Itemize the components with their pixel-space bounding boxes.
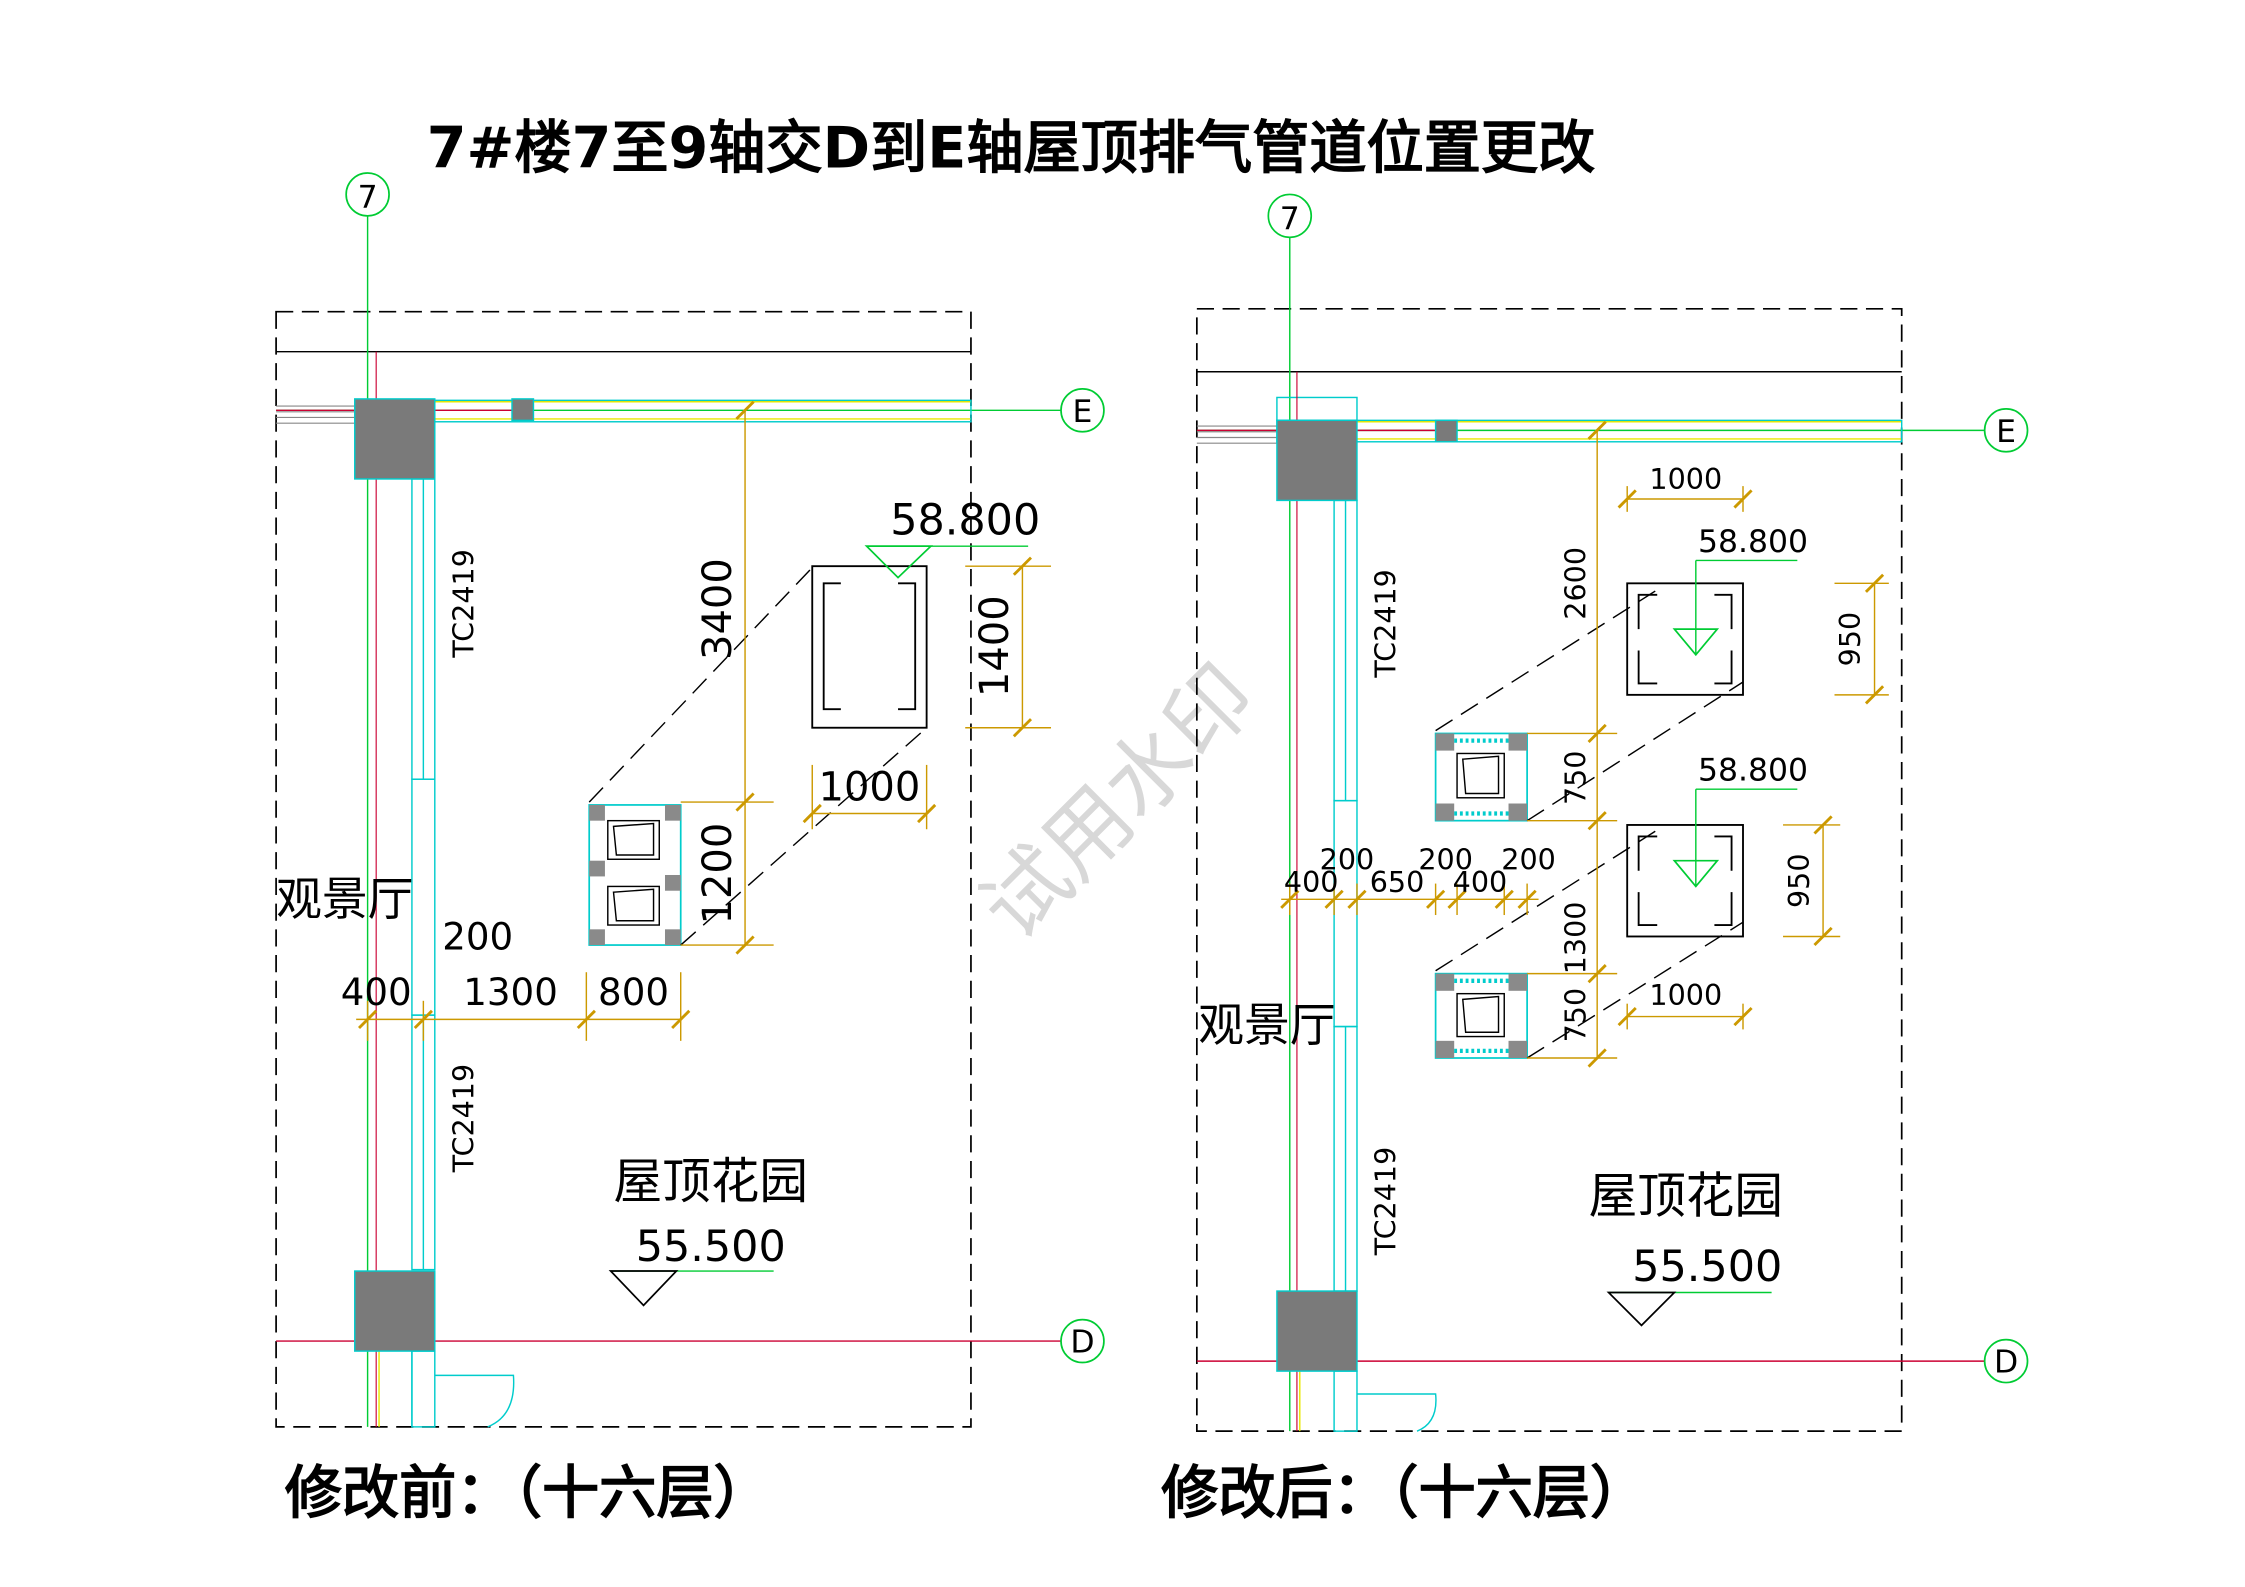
after-dim-750-upper: 750 [1559,750,1593,805]
before-column-top [354,398,436,480]
before-duct-inner [822,582,917,711]
before-duct-outer [811,565,928,729]
after-duct-lower-elev-marker [1672,859,1720,888]
after-garden-elev-marker [1606,1291,1677,1327]
before-garden-label: 屋顶花园 [614,1154,808,1210]
after-dim-2600: 2600 [1559,547,1593,620]
before-column-small [511,398,535,422]
before-wall-stub [276,405,357,424]
after-duct-upper-elevation: 58.800 [1698,524,1808,560]
after-dim-200-a: 200 [1320,842,1375,876]
after-axis-7-label: 7 [1280,201,1300,237]
after-hdim-chain [1280,883,1539,916]
after-dim-1300: 1300 [1559,902,1593,975]
after-hdim-1000-bottom [1617,1003,1753,1030]
after-dim-1000-top: 1000 [1649,462,1722,496]
before-dim-800: 800 [598,970,669,1014]
before-window-label-lower: TC2419 [446,1064,480,1173]
after-leader-3 [1435,825,1664,972]
after-frame [1195,307,1903,1433]
after-garden-label: 屋顶花园 [1589,1168,1783,1224]
before-dim-1200: 1200 [695,823,741,925]
before-axis-d-bubble [1060,1318,1105,1364]
after-window-label-lower: TC2419 [1369,1147,1403,1256]
after-column-top [1276,419,1358,502]
before-window-label-upper: TC2419 [446,549,480,658]
after-vdim-950-upper [1834,573,1889,705]
after-vdim-chain [1527,420,1618,1068]
after-axis-7-bubble [1267,193,1313,239]
before-dim-1400: 1400 [972,595,1018,697]
after-e-wall-top [1276,396,1358,422]
before-hdim-chain [356,972,691,1041]
after-window-label-upper: TC2419 [1369,569,1403,678]
before-garden-elevation: 55.500 [636,1222,786,1272]
before-axis-e-bubble [1060,388,1105,433]
before-room-label: 观景厅 [276,873,413,926]
after-dim-1000-bottom: 1000 [1649,978,1722,1012]
after-duct-lower-outer [1626,824,1744,938]
after-garden-elevation: 55.500 [1632,1242,1782,1292]
after-leader-1 [1435,585,1664,732]
after-door [1356,1393,1437,1432]
before-axis-7-label: 7 [358,179,378,215]
before-dim-1300: 1300 [463,970,558,1014]
after-wall-stub [1196,425,1277,444]
drawing-title: 7#楼7至9轴交D到E轴屋顶排气管道位置更改 [427,115,1596,181]
before-dim-200: 200 [442,914,513,958]
after-dim-950-upper: 950 [1833,612,1867,667]
before-axis-e-label: E [1073,394,1093,430]
after-axis-e-label: E [1996,414,2016,450]
before-axis-7-bubble [345,172,390,217]
before-garden-elev-marker [608,1270,679,1307]
before-plan: 7 E D [275,172,1105,1527]
after-duct-lower-elevation: 58.800 [1698,753,1808,789]
before-dim-3400: 3400 [695,558,741,660]
after-dim-750-lower: 750 [1559,988,1593,1043]
after-plan: 7 E D TC [1161,193,2029,1527]
after-axis-d-bubble [1983,1338,2029,1384]
after-dim-200-b: 200 [1418,842,1473,876]
after-duct-upper-inner [1637,593,1733,685]
after-dim-950-lower: 950 [1782,853,1816,908]
after-hdim-1000-top [1617,486,1753,512]
before-column-bottom [354,1270,436,1352]
after-duct-upper-elev-marker [1672,628,1720,657]
after-leader-2 [1526,681,1744,822]
before-dim-1000: 1000 [819,765,921,811]
before-leader-2 [680,727,928,946]
after-axis-e-bubble [1983,408,2029,453]
after-leader-4 [1526,921,1744,1059]
before-hdim-1000 [802,764,937,830]
after-caption: 修改后：（十六层） [1161,1461,1647,1527]
after-shaft-upper [1434,732,1528,822]
before-duct-elevation: 58.800 [890,496,1040,546]
before-shafts [588,804,682,946]
after-dim-400: 400 [1284,865,1339,899]
after-duct-upper-outer [1626,582,1744,696]
after-column-small [1434,419,1458,443]
after-dim-650: 650 [1370,865,1425,899]
before-dim-400: 400 [341,970,412,1014]
after-duct-lower-inner [1637,835,1733,926]
after-vdim-950-lower [1783,815,1841,947]
before-duct-elev-marker [864,545,934,579]
before-leader-1 [588,567,813,803]
before-caption: 修改前：（十六层） [285,1461,771,1527]
after-dim-200-c: 200 [1501,842,1556,876]
after-shaft-lower [1434,972,1528,1059]
after-room-label: 观景厅 [1198,999,1335,1052]
after-dim-400-b: 400 [1453,865,1508,899]
before-frame [275,310,972,1428]
after-column-bottom [1276,1290,1358,1372]
before-axis-d-label: D [1070,1325,1094,1361]
before-vdim [680,400,774,955]
before-door [411,1351,515,1428]
before-vdim-1400 [965,556,1052,738]
after-axis-d-label: D [1994,1345,2018,1381]
